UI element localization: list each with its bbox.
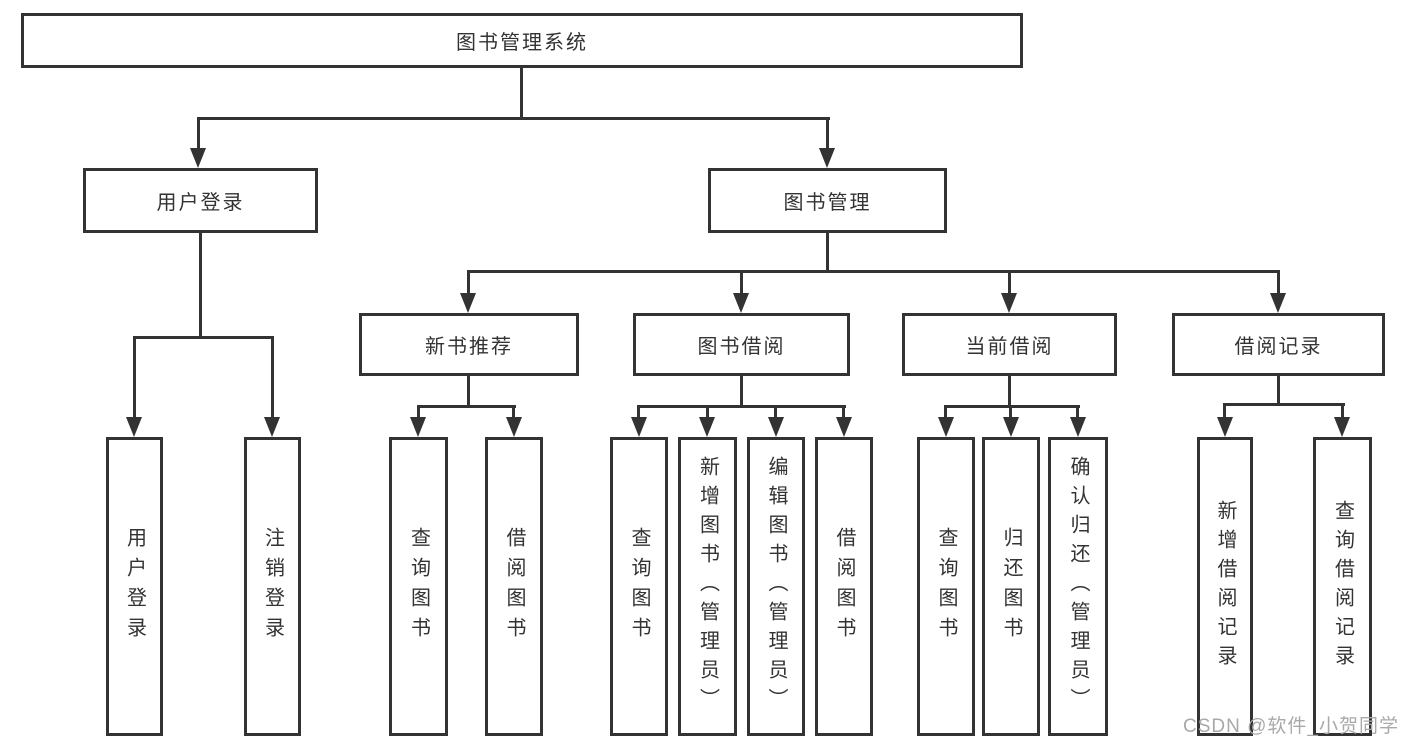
arrow-to-bb-add [699,417,715,437]
leaf-query-borrow-record: 查询借阅记录 [1313,437,1372,736]
connector-borrow-records-split [1223,403,1345,406]
connector-book-mgmt-split [467,270,1280,273]
connector-user-login-stem [199,233,202,339]
arrow-to-leaf-logout [264,417,280,437]
leaf-borrow-books: 借阅图书 [815,437,873,736]
connector-branch-bb-borrow [842,405,845,420]
connector-book-borrow-split [637,405,846,408]
connector-book-mgmt-stem [826,233,829,273]
connector-current-borrow-split [944,405,1080,408]
leaf-add-books-admin: 新增图书（管理员） [678,437,737,736]
node-user-login: 用户登录 [83,168,318,233]
node-book-management: 图书管理 [708,168,947,233]
connector-branch-cb-return [1009,405,1012,420]
leaf-logout: 注销登录 [244,437,301,736]
connector-branch-nb-borrow [512,405,515,420]
connector-root-stem [520,68,523,120]
arrow-to-book-borrow [733,293,749,313]
arrow-to-cb-query [938,417,954,437]
leaf-query-books-borrow: 查询图书 [610,437,668,736]
connector-branch-bb-add [706,405,709,420]
connector-borrow-records-stem [1277,376,1280,406]
node-root: 图书管理系统 [21,13,1023,68]
arrow-to-cb-return [1003,417,1019,437]
connector-new-book-stem [467,376,470,408]
leaf-query-books-current: 查询图书 [917,437,975,736]
leaf-edit-books-admin: 编辑图书（管理员） [747,437,805,736]
connector-branch-book-management [826,117,829,151]
connector-branch-nb-query [417,405,420,420]
leaf-return-books: 归还图书 [982,437,1040,736]
connector-branch-bb-query [637,405,640,420]
arrow-to-nb-borrow [506,417,522,437]
connector-branch-borrow-records [1277,270,1280,296]
connector-root-split [197,117,830,120]
connector-current-borrow-stem [1008,376,1011,408]
csdn-watermark: CSDN @软件_小贺同学 [1183,716,1399,737]
leaf-confirm-return-admin: 确认归还（管理员） [1048,437,1108,736]
arrow-to-borrow-records [1270,293,1286,313]
arrow-to-bb-edit [768,417,784,437]
arrow-to-book-management [819,148,835,168]
connector-user-login-split [133,336,274,339]
node-new-book-recommend: 新书推荐 [359,313,579,376]
connector-branch-cb-query [944,405,947,420]
connector-branch-book-borrow [740,270,743,296]
connector-branch-leaf-login [133,336,136,420]
arrow-to-br-query [1334,417,1350,437]
connector-book-borrow-stem [740,376,743,408]
connector-branch-new-book [467,270,470,296]
connector-branch-current-borrow [1008,270,1011,296]
node-book-borrow: 图书借阅 [633,313,850,376]
arrow-to-current-borrow [1001,293,1017,313]
arrow-to-new-book [460,293,476,313]
arrow-to-bb-borrow [836,417,852,437]
arrow-to-br-add [1217,417,1233,437]
connector-new-book-split [417,405,516,408]
connector-branch-cb-confirm [1076,405,1079,420]
arrow-to-nb-query [410,417,426,437]
connector-branch-bb-edit [774,405,777,420]
leaf-add-borrow-record: 新增借阅记录 [1197,437,1253,736]
arrow-to-user-login [190,148,206,168]
node-current-borrow: 当前借阅 [902,313,1117,376]
arrow-to-leaf-login [126,417,142,437]
leaf-borrow-books-recommend: 借阅图书 [485,437,543,736]
connector-branch-br-add [1223,403,1226,420]
leaf-user-login: 用户登录 [106,437,163,736]
arrow-to-bb-query [631,417,647,437]
connector-branch-br-query [1341,403,1344,420]
connector-branch-user-login [197,117,200,151]
leaf-query-books-recommend: 查询图书 [389,437,448,736]
arrow-to-cb-confirm [1070,417,1086,437]
node-borrow-records: 借阅记录 [1172,313,1385,376]
connector-branch-leaf-logout [271,336,274,420]
